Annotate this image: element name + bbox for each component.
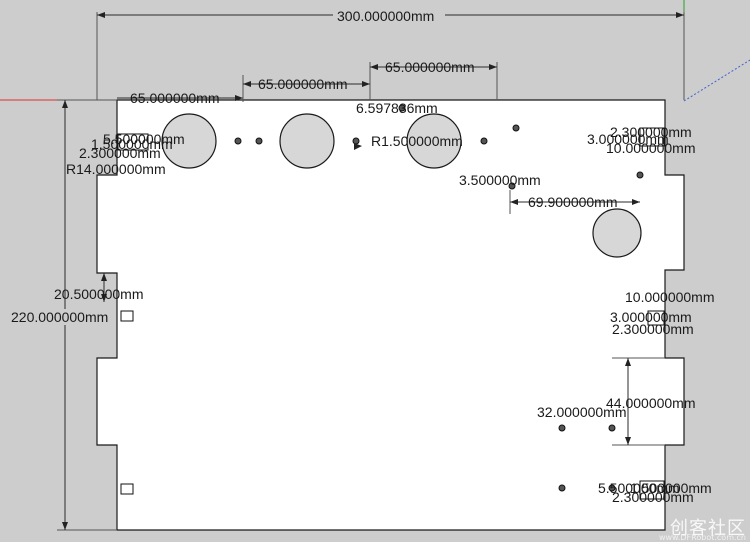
dim-bottom-right-a: 5.500000mm xyxy=(598,480,680,496)
dim-right-mid-b: 3.000000mm xyxy=(610,309,692,325)
large-hole-4[interactable] xyxy=(592,208,642,258)
blue-axis-line xyxy=(683,59,750,102)
small-hole[interactable] xyxy=(608,484,616,492)
dim-left-a: 5.500000mm xyxy=(103,131,185,147)
small-hole[interactable] xyxy=(352,137,360,145)
dim-top-width: 300.000000mm xyxy=(337,8,434,24)
dim-notch-width: 20.500000mm xyxy=(54,286,144,302)
edge-slot[interactable] xyxy=(117,133,149,151)
small-hole[interactable] xyxy=(255,137,263,145)
dim-bottom-right-b: 1.500000mm xyxy=(630,480,712,496)
dim-spacing-2: 65.000000mm xyxy=(258,76,348,92)
dim-right-mid-c: 2.300000mm xyxy=(612,321,694,337)
dim-right-a: 2.300000mm xyxy=(610,124,692,140)
small-hole[interactable] xyxy=(558,484,566,492)
large-hole-3[interactable] xyxy=(406,113,462,169)
dim-small-gap: 3.500000mm xyxy=(459,172,541,188)
large-hole-1[interactable] xyxy=(161,113,217,169)
small-hole[interactable] xyxy=(508,182,516,190)
dim-spacing-3: 65.000000mm xyxy=(385,59,475,75)
small-hole[interactable] xyxy=(636,171,644,179)
dim-right-c: 10.000000mm xyxy=(606,140,696,156)
watermark-url: www.DFRobot.com.cn xyxy=(658,533,746,542)
dim-right-offset: 69.900000mm xyxy=(528,194,618,210)
small-hole[interactable] xyxy=(558,424,566,432)
small-hole[interactable] xyxy=(234,137,242,145)
dim-small-hole-radius: R1.500000mm xyxy=(371,133,463,149)
dim-spacing-1: 65.000000mm xyxy=(130,90,220,106)
dim-bottom-right-c: 2.300000mm xyxy=(612,489,694,505)
small-hole[interactable] xyxy=(608,424,616,432)
watermark-logo: 创客社区 xyxy=(670,518,746,539)
small-hole[interactable] xyxy=(512,124,520,132)
dim-right-mid-a: 10.000000mm xyxy=(625,289,715,305)
edge-slot[interactable] xyxy=(120,483,134,495)
edge-slot[interactable] xyxy=(120,310,134,322)
dim-large-hole-radius: R14.000000mm xyxy=(66,161,166,177)
dim-height: 220.000000mm xyxy=(11,309,108,325)
dim-vertical-gap: 44.000000mm xyxy=(606,395,696,411)
dim-horizontal-gap: 32.000000mm xyxy=(537,404,627,420)
dim-left-b: 1.500000mm xyxy=(91,136,173,152)
small-hole[interactable] xyxy=(398,104,406,112)
dim-right-b: 3.000000mm xyxy=(587,131,669,147)
edge-slot[interactable] xyxy=(639,127,665,147)
edge-slot[interactable] xyxy=(647,310,665,326)
small-hole[interactable] xyxy=(480,137,488,145)
large-hole-2[interactable] xyxy=(279,113,335,169)
edge-slot[interactable] xyxy=(639,480,665,500)
dim-small-hole-offset: 6.597836mm xyxy=(356,100,438,116)
dim-left-c: 2.300000mm xyxy=(79,145,161,161)
